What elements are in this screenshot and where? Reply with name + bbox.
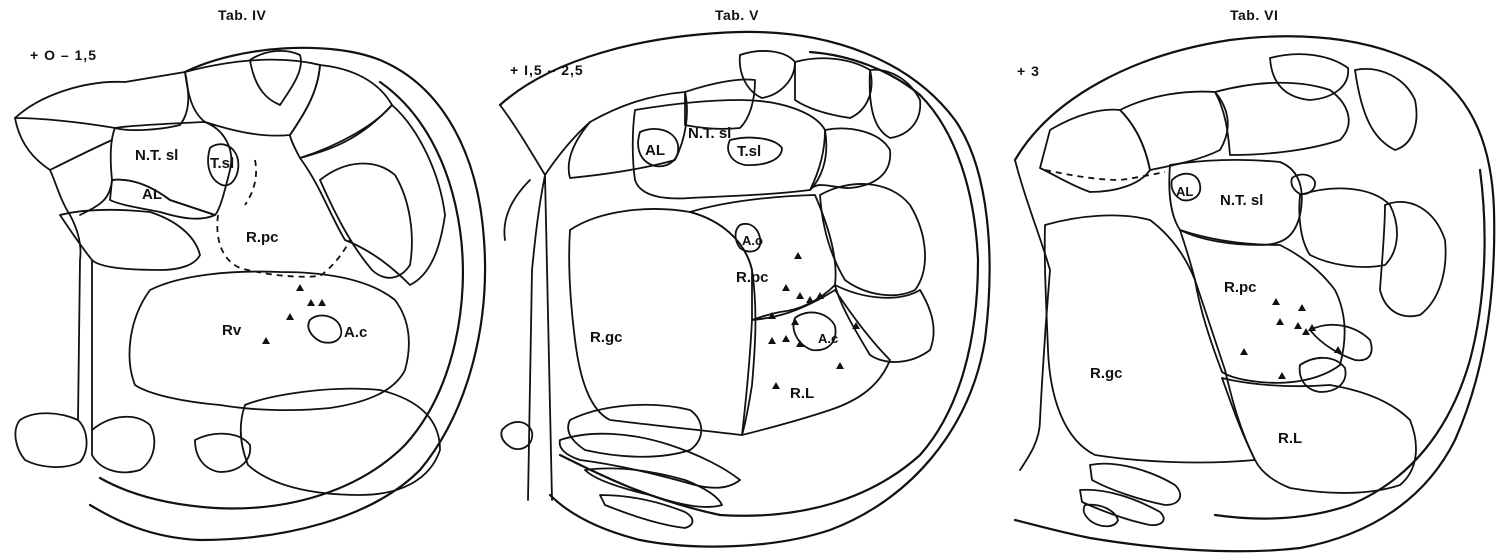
triangle-marker	[772, 382, 780, 389]
small-left-region	[501, 422, 532, 449]
olive-lamella-2	[1080, 490, 1164, 525]
triangle-marker	[1334, 346, 1342, 353]
triangle-marker	[307, 299, 315, 306]
section-outline	[90, 48, 485, 540]
label-rgc: R.gc	[1090, 365, 1123, 382]
panel-title: Tab. IV	[218, 7, 267, 23]
label-ts: T.sl	[210, 155, 234, 172]
olive-lamella-3	[600, 495, 693, 528]
triangle-marker	[1302, 328, 1310, 335]
triangle-marker	[1294, 322, 1302, 329]
triangle-marker	[806, 296, 814, 303]
rpc-boundary	[217, 215, 350, 277]
label-al: AL	[1176, 184, 1193, 199]
marker-group	[262, 284, 326, 344]
olive-lamella-3	[1084, 505, 1118, 527]
panel-tab-iv: Tab. IV + O – 1,5 N.T. sl T.sl AL R.pc	[0, 0, 490, 554]
level-label: + O – 1,5	[30, 47, 97, 63]
panel-tab-vi: Tab. VI + 3 N.T. sl AL R.pc R.gc R.L	[1000, 0, 1498, 554]
lateral-region	[300, 105, 445, 285]
dashed-boundary	[1045, 170, 1165, 180]
rgc-region	[1045, 215, 1255, 462]
nts-dashed-boundary	[245, 160, 256, 205]
triangle-marker	[836, 362, 844, 369]
triangle-marker	[1272, 298, 1280, 305]
lateral-lower-region	[835, 285, 934, 362]
level-label: + 3	[1017, 63, 1040, 79]
triangle-marker	[1298, 304, 1306, 311]
olive-lamella-1	[560, 434, 740, 488]
triangle-marker	[296, 284, 304, 291]
label-ao: A.o	[742, 233, 763, 248]
label-rpc: R.pc	[736, 269, 769, 286]
triangle-marker	[794, 252, 802, 259]
lateral-lower-outline	[1310, 325, 1372, 361]
pyramid-region	[92, 417, 154, 473]
label-rgc: R.gc	[590, 329, 623, 346]
label-ts: T.sl	[737, 143, 761, 160]
left-column	[500, 105, 590, 500]
olive-lamella-1	[1090, 464, 1180, 505]
left-lower-region	[60, 210, 200, 270]
rl-region	[1222, 378, 1416, 493]
label-ac: A.c	[818, 331, 838, 346]
label-rl: R.L	[1278, 430, 1302, 447]
label-nts: N.T. sl	[688, 125, 731, 142]
triangle-marker	[796, 340, 804, 347]
panel-title: Tab. VI	[1230, 7, 1278, 23]
triangle-marker	[286, 313, 294, 320]
gracile-region	[1355, 69, 1416, 150]
dorsal-right-region	[1215, 83, 1349, 155]
triangle-marker	[782, 284, 790, 291]
al-region	[110, 180, 215, 219]
triangle-marker	[1278, 372, 1286, 379]
triangle-marker	[796, 292, 804, 299]
marker-group	[768, 252, 860, 389]
label-nts: N.T. sl	[135, 147, 178, 164]
ac-nucleus-outline	[308, 315, 341, 342]
dorsal-lobe-region	[1120, 92, 1228, 170]
label-nts: N.T. sl	[1220, 192, 1263, 209]
dorsal-column-region	[1040, 110, 1150, 192]
label-rpc: R.pc	[1224, 279, 1257, 296]
triangle-marker	[768, 337, 776, 344]
gracile-region	[795, 58, 872, 118]
label-rl: R.L	[790, 385, 814, 402]
label-al: AL	[142, 186, 162, 203]
left-column	[1015, 160, 1050, 470]
marker-group	[1240, 298, 1342, 379]
triangle-marker	[782, 335, 790, 342]
triangle-marker	[1240, 348, 1248, 355]
triangle-marker	[1276, 318, 1284, 325]
triangle-marker	[318, 299, 326, 306]
rl-region	[742, 290, 890, 435]
triangle-marker	[262, 337, 270, 344]
rgc-region	[569, 209, 755, 435]
panel-tab-v: Tab. V + I,5 – 2,5 N.T. sl T.sl AL A.o R…	[490, 0, 1000, 554]
cuneate-region	[1270, 54, 1348, 100]
cuneate-region	[740, 51, 795, 98]
lateral-upper-region	[810, 128, 890, 190]
left-column	[15, 118, 112, 430]
triangle-marker	[791, 318, 799, 325]
level-label: + I,5 – 2,5	[510, 62, 584, 78]
label-al: AL	[645, 142, 665, 159]
panel-title: Tab. V	[715, 7, 759, 23]
dorsal-column-region	[15, 72, 188, 130]
label-rv: Rv	[222, 322, 242, 339]
inferior-olive-region	[15, 413, 86, 467]
label-ac: A.c	[344, 324, 367, 341]
label-rpc: R.pc	[246, 229, 279, 246]
dorsal-lobe-region	[685, 80, 755, 129]
